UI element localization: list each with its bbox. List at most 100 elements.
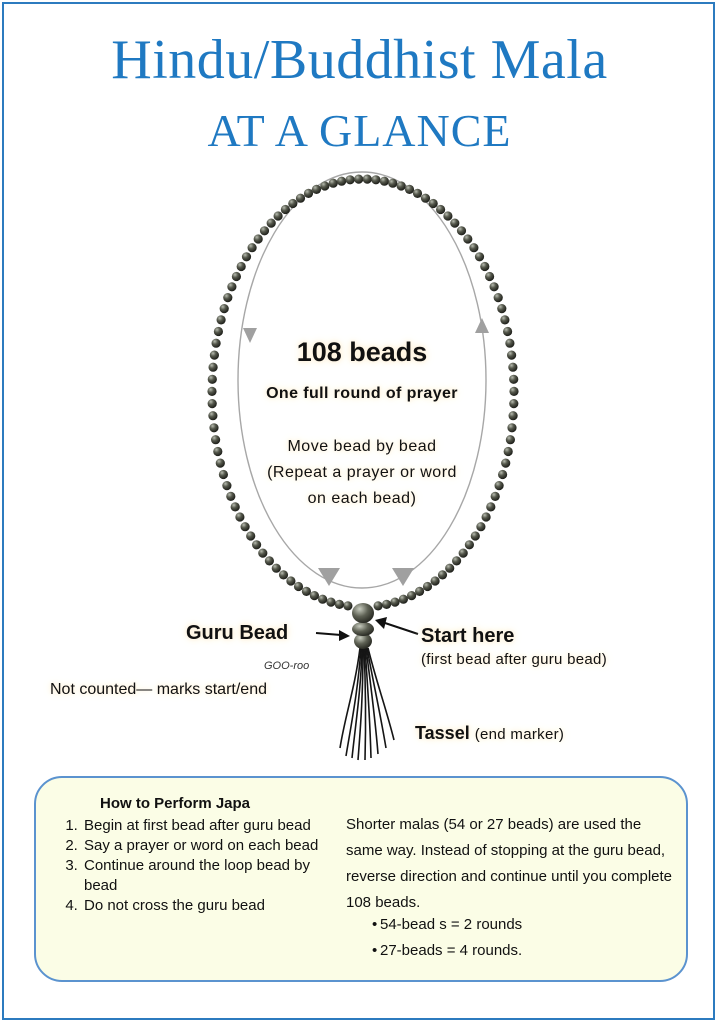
mala-bead <box>407 591 417 601</box>
mala-bead <box>436 204 446 215</box>
mala-bead <box>293 581 304 592</box>
mala-bead <box>271 563 281 573</box>
mala-bead <box>259 226 270 236</box>
mala-bead <box>445 563 455 573</box>
mala-bead <box>503 446 513 457</box>
mala-bead <box>371 175 381 185</box>
tassel-title: Tassel <box>415 723 470 743</box>
mala-bead <box>328 178 338 188</box>
mala-bead <box>485 271 495 282</box>
mala-bead <box>379 176 389 186</box>
mala-bead <box>505 435 515 445</box>
mala-bead <box>500 315 510 325</box>
start-here-label: Start here <box>421 625 515 647</box>
mala-bead <box>493 293 503 303</box>
short-mala-note: Shorter malas (54 or 27 beads) are used … <box>346 816 673 911</box>
mala-bead <box>507 350 517 360</box>
tassel-label: Tassel (end marker) <box>415 723 564 744</box>
mala-bead <box>490 491 500 501</box>
mala-bead <box>219 304 229 314</box>
mala-bead <box>209 350 219 360</box>
guru-bead-label: Guru Bead <box>186 622 289 644</box>
mala-bead <box>301 586 311 597</box>
mala-bead <box>494 481 504 491</box>
title-main: Hindu/Buddhist Mala <box>111 29 608 91</box>
mala-bead <box>489 282 499 292</box>
mala-bead <box>213 326 223 337</box>
mala-bead <box>390 597 400 607</box>
mala-bead <box>345 175 355 185</box>
mala-bead <box>236 261 246 272</box>
mala-bead <box>505 338 515 348</box>
title-sub: AT A GLANCE <box>207 105 512 156</box>
mala-bead <box>216 315 226 325</box>
mala-bead <box>264 556 274 566</box>
mala-bead <box>258 548 268 558</box>
mala-bead <box>241 252 252 262</box>
mala-bead <box>382 599 392 610</box>
mala-bead <box>226 491 236 501</box>
start-here-sub: (first bead after guru bead) <box>421 651 607 668</box>
info-panel <box>34 776 688 982</box>
mala-bead <box>337 176 347 186</box>
direction-arrow-left-bottom <box>318 568 340 586</box>
direction-arrow-right-top <box>475 318 489 333</box>
mala-bead <box>295 193 306 203</box>
mala-bead <box>231 271 241 282</box>
bead-loop <box>207 174 519 611</box>
mala-bead <box>509 399 519 409</box>
start-here-pointer <box>375 617 419 635</box>
mala-bead <box>509 374 519 384</box>
mala-bead <box>311 184 322 194</box>
info-title: How to Perform Japa <box>100 795 251 812</box>
mala-bead <box>470 531 480 541</box>
mala-bead <box>474 252 485 262</box>
mala-bead <box>230 502 240 512</box>
mala-bead <box>373 601 383 611</box>
mala-bead <box>208 362 218 372</box>
mala-bead <box>235 512 245 522</box>
mala-bead <box>227 282 237 292</box>
mala-bead <box>412 188 423 198</box>
tassel-sub: (end marker) <box>474 726 565 743</box>
mala-bead <box>396 181 406 191</box>
mala-bead <box>415 586 425 597</box>
mala-bead <box>286 576 296 586</box>
mala-bead <box>273 211 283 221</box>
mala-bead <box>507 423 517 433</box>
mala-bead <box>215 458 225 468</box>
mala-bead <box>503 326 513 337</box>
mala-bead <box>398 594 408 604</box>
not-counted-label: Not counted— marks start/end <box>50 681 267 698</box>
direction-arrow-right-bottom <box>392 568 414 586</box>
guru-bead-pointer <box>315 630 350 641</box>
mala-bead <box>218 469 228 480</box>
mala-bead <box>404 184 415 194</box>
rounds-list: 54-bead s = 2 rounds 27-beads = 4 rounds… <box>346 912 522 964</box>
mala-bead <box>320 181 330 191</box>
mala-bead <box>253 234 263 244</box>
mala-bead <box>223 293 233 303</box>
mala-bead <box>486 502 496 512</box>
step-item: Say a prayer or word on each bead <box>82 836 327 856</box>
mala-bead <box>509 386 519 396</box>
mala-bead <box>209 423 219 433</box>
mala-bead <box>476 522 486 532</box>
mala-bead <box>430 576 440 586</box>
mala-bead <box>240 522 250 532</box>
mala-bead <box>501 458 511 468</box>
mala-bead <box>497 304 507 314</box>
mala-bead <box>420 193 431 203</box>
mala-bead <box>469 243 479 253</box>
rounds-item: 27-beads = 4 rounds. <box>370 938 522 964</box>
mala-diagram <box>207 171 519 761</box>
mala-bead <box>458 548 468 558</box>
mala-bead <box>362 174 372 184</box>
mala-bead <box>452 556 462 566</box>
step-item: Do not cross the guru bead <box>82 896 327 916</box>
mala-bead <box>422 581 433 592</box>
prayer-loop-line <box>237 171 487 589</box>
round-label: One full round of prayer <box>266 385 458 402</box>
tassel-icon <box>339 647 395 761</box>
mala-bead <box>354 174 364 184</box>
